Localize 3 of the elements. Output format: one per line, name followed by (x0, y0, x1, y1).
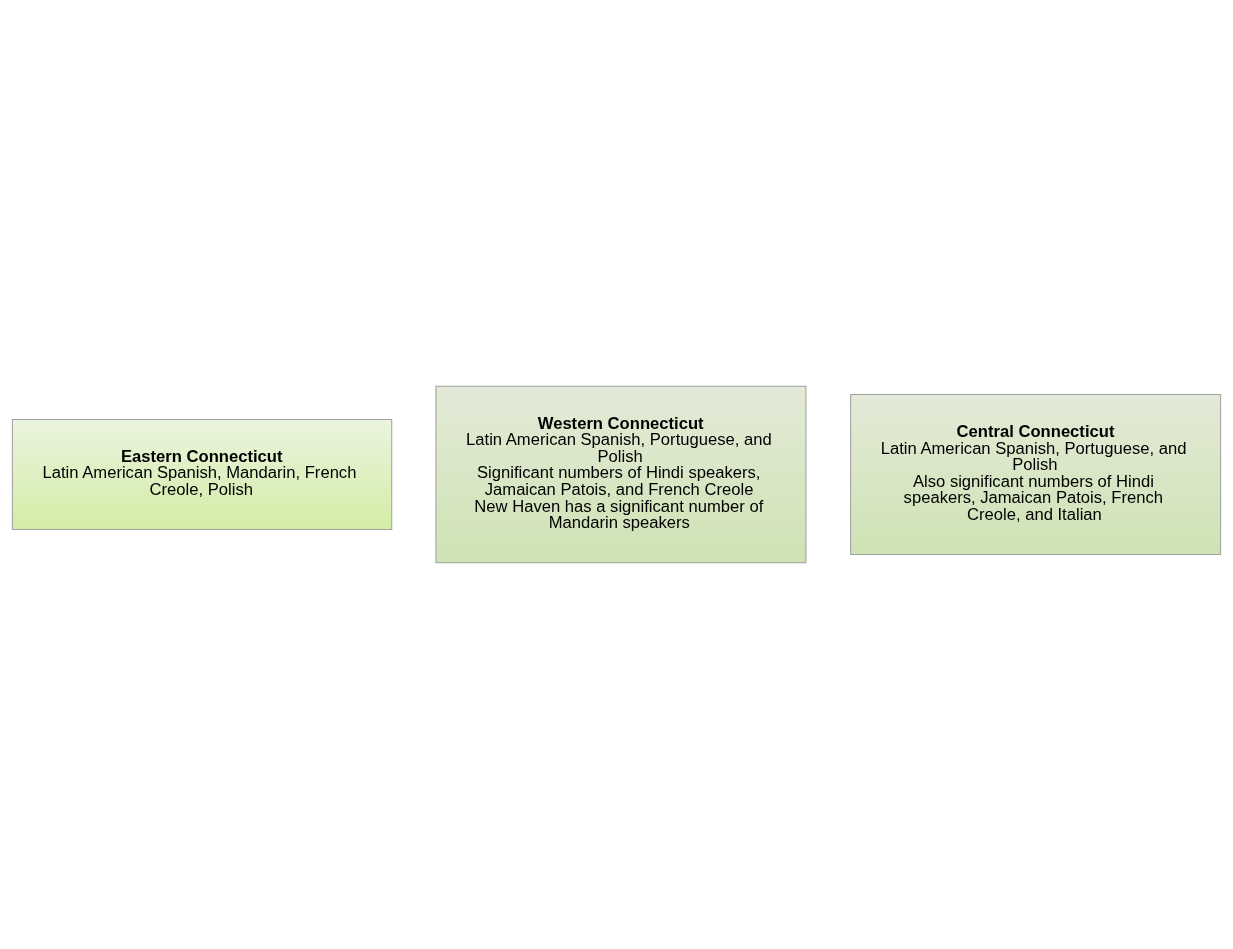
node-box: Central Connecticut Latin American Spanish, Portuguese, and Polish Also significant numbers of Hindi speakers, Jamaican Patois, French Creole, and Italian (850, 393, 1222, 556)
node-box: Eastern Connecticut Latin American Spanish, Mandarin, French Creole, Polish (11, 418, 393, 531)
node-box: Western Connecticut Latin American Spanish, Portuguese, and Polish Significant numbers of Hindi speakers, Jamaican Patois, and French Creole New Haven has a significant number of Mandarin speakers (435, 385, 807, 564)
